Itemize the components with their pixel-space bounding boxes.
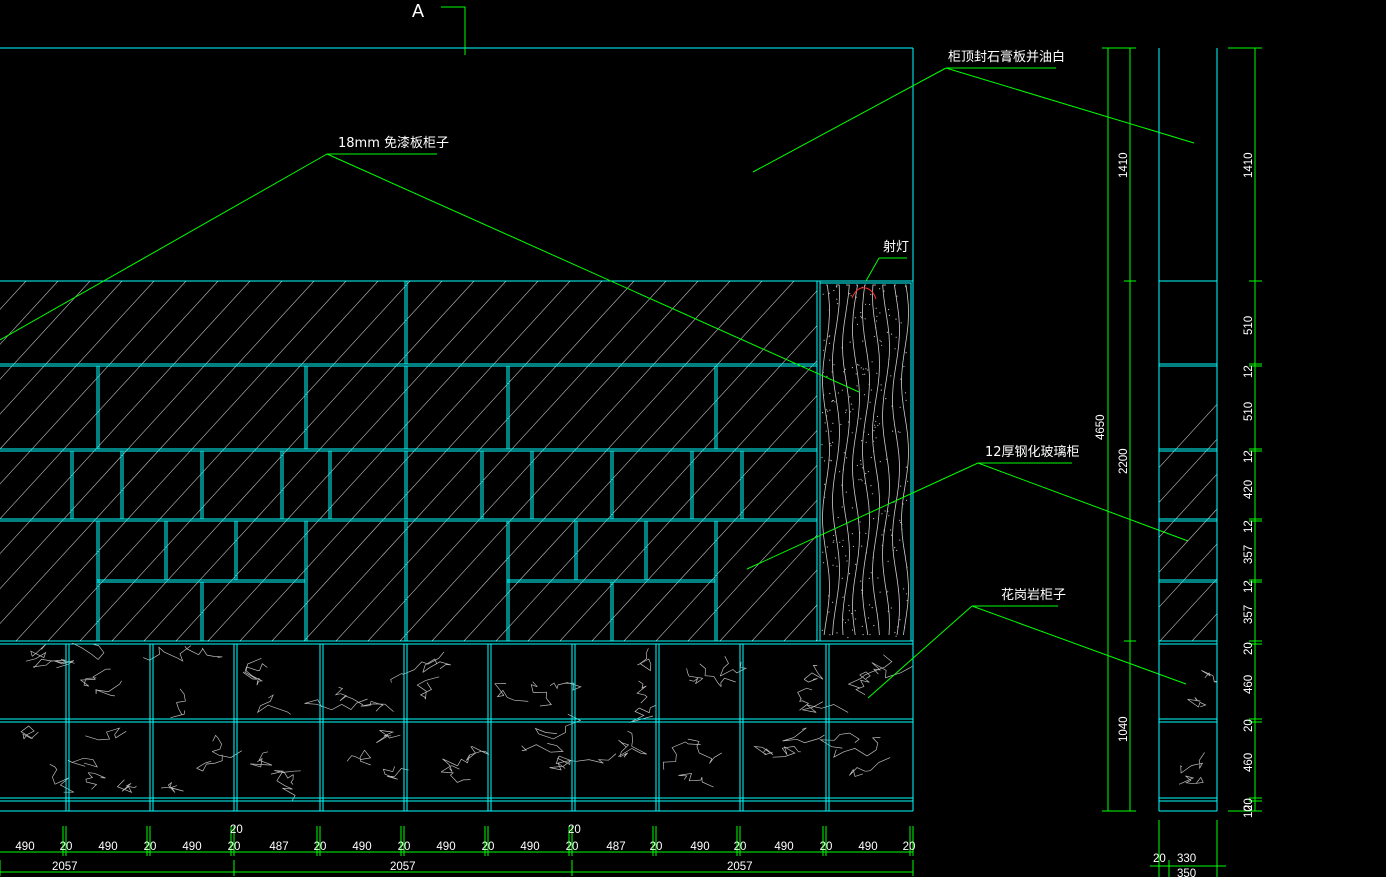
dim-side-segment: 20 — [1243, 719, 1255, 732]
dim-segment: 20 — [734, 841, 747, 853]
dim-segment: 490 — [774, 841, 793, 853]
dim-side-segment: 510 — [1243, 402, 1255, 421]
dim-bottom-2: 330 — [1177, 853, 1196, 865]
dim-side-segment: 357 — [1243, 605, 1255, 624]
label-spotlight[interactable]: 射灯 — [883, 239, 909, 255]
dim-segment: 487 — [606, 841, 625, 853]
dim-total-1: 2057 — [52, 861, 78, 873]
dim-segment: 20 — [314, 841, 327, 853]
dim-side-segment: 12 — [1243, 520, 1255, 533]
dim-segment: 490 — [690, 841, 709, 853]
dim-segment: 490 — [436, 841, 455, 853]
section-mark-a[interactable]: A — [412, 1, 466, 55]
dim-stacked-2: 20 — [568, 824, 581, 836]
dim-segment: 20 — [482, 841, 495, 853]
dim-middle-height: 2200 — [1118, 448, 1130, 474]
dim-side-segment: 460 — [1243, 753, 1255, 772]
dim-side-segment: 20 — [1243, 642, 1255, 655]
dim-segment: 20 — [144, 841, 157, 853]
label-board-cabinet[interactable]: 18mm 免漆板柜子 — [338, 135, 449, 151]
dim-segment: 20 — [60, 841, 73, 853]
glass-cabinet-grid[interactable] — [0, 281, 817, 641]
elevation-frame — [0, 47, 914, 812]
dim-bottom-3: 350 — [1177, 868, 1196, 877]
dim-lower-height: 1040 — [1118, 716, 1130, 742]
granite-base[interactable] — [0, 633, 913, 811]
dim-side-segment: 20 — [1243, 798, 1255, 811]
dim-upper-right: 1410 — [1243, 152, 1255, 178]
dim-side-segment: 357 — [1243, 545, 1255, 564]
label-glass-cabinet[interactable]: 12厚钢化玻璃柜 — [985, 445, 1080, 460]
side-section[interactable] — [1000, 48, 1386, 812]
dim-upper-height: 1410 — [1118, 152, 1130, 178]
dim-segment: 20 — [398, 841, 411, 853]
dim-total-2: 2057 — [390, 861, 416, 873]
dim-segment: 20 — [228, 841, 241, 853]
dim-segment: 490 — [352, 841, 371, 853]
wood-panel — [819, 282, 912, 642]
dim-segment: 20 — [566, 841, 579, 853]
dim-segment: 20 — [903, 841, 916, 853]
dim-side-segment: 12 — [1243, 365, 1255, 378]
dim-side-segment: 460 — [1243, 675, 1255, 694]
dim-segment: 20 — [820, 841, 833, 853]
dim-side-segment: 12 — [1243, 580, 1255, 593]
dim-segment: 487 — [269, 841, 288, 853]
bottom-dimensions: 490 20 490 20 490 20 487 20 490 20 490 20 490 20 487 20… — [0, 824, 915, 876]
section-mark-label: A — [412, 1, 424, 21]
spotlight-symbol — [851, 287, 877, 300]
dim-segment: 490 — [520, 841, 539, 853]
dim-bottom-1: 20 — [1153, 853, 1166, 865]
dim-segment: 490 — [15, 841, 34, 853]
dim-total-3: 2057 — [727, 861, 753, 873]
dim-segment: 490 — [182, 841, 201, 853]
dim-stacked-1: 20 — [230, 824, 243, 836]
label-granite-cabinet[interactable]: 花岗岩柜子 — [1001, 587, 1066, 603]
dim-segment: 490 — [98, 841, 117, 853]
side-dimensions: 4650 1410 2200 1040 1410 510 12 510 12 420 12… — [1095, 47, 1262, 877]
leader-lines — [0, 67, 1195, 699]
dim-side-segment: 420 — [1243, 480, 1255, 499]
dim-overall-height: 4650 — [1095, 414, 1107, 440]
dim-segment: 490 — [858, 841, 877, 853]
dim-side-segment: 12 — [1243, 450, 1255, 463]
dim-segment: 20 — [650, 841, 663, 853]
dim-side-segment: 10 — [1243, 805, 1255, 818]
label-top-seal[interactable]: 柜顶封石膏板并油白 — [948, 49, 1065, 65]
glass-hatch — [0, 281, 817, 641]
dim-side-segment: 510 — [1243, 316, 1255, 335]
